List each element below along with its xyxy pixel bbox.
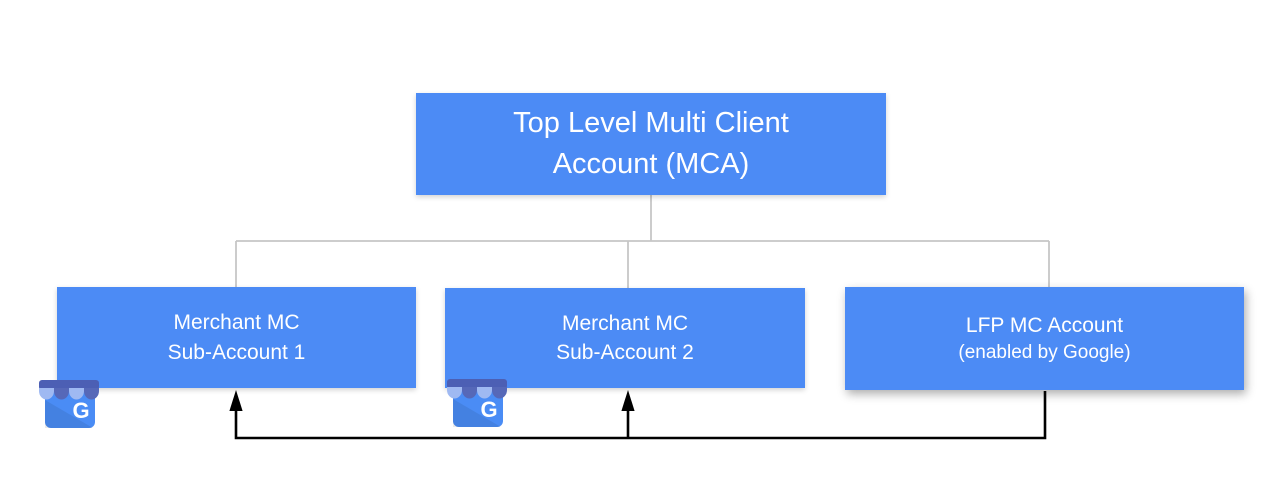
node-label-line2: Sub-Account 1 [167, 340, 306, 364]
node-label-line1: Merchant MC [173, 311, 300, 335]
node-lfp-mc-account: LFP MC Account (enabled by Google) [845, 287, 1244, 390]
tree-connector-lines [235, 195, 1050, 291]
google-my-business-icon: G [447, 379, 507, 427]
storefront-fold [453, 399, 501, 427]
node-label-line2: Account (MCA) [552, 148, 750, 180]
arrowheads [229, 390, 635, 411]
node-top-level-mca: Top Level Multi Client Account (MCA) [416, 93, 886, 195]
node-label-line1: LFP MC Account [965, 313, 1124, 337]
node-label-line2: (enabled by Google) [958, 341, 1131, 363]
node-label-line1: Top Level Multi Client [513, 106, 789, 139]
awning-bar [39, 380, 99, 390]
arrowhead-up-1 [229, 390, 243, 411]
node-merchant-sub-account-1: Merchant MC Sub-Account 1 [57, 287, 416, 388]
node-merchant-sub-account-2: Merchant MC Sub-Account 2 [445, 288, 805, 388]
lfp-feed-arrow-lines [234, 391, 1047, 440]
storefront-fold [45, 400, 93, 428]
awning-bar [447, 379, 507, 389]
google-my-business-icon: G [39, 380, 99, 428]
node-label-line2: Sub-Account 2 [556, 341, 694, 364]
google-g-letter: G [480, 397, 497, 422]
node-label-line1: Merchant MC [561, 311, 689, 335]
arrowhead-up-2 [621, 390, 635, 411]
google-g-letter: G [72, 398, 89, 423]
lfp-feed-arrow-path [234, 391, 1047, 440]
